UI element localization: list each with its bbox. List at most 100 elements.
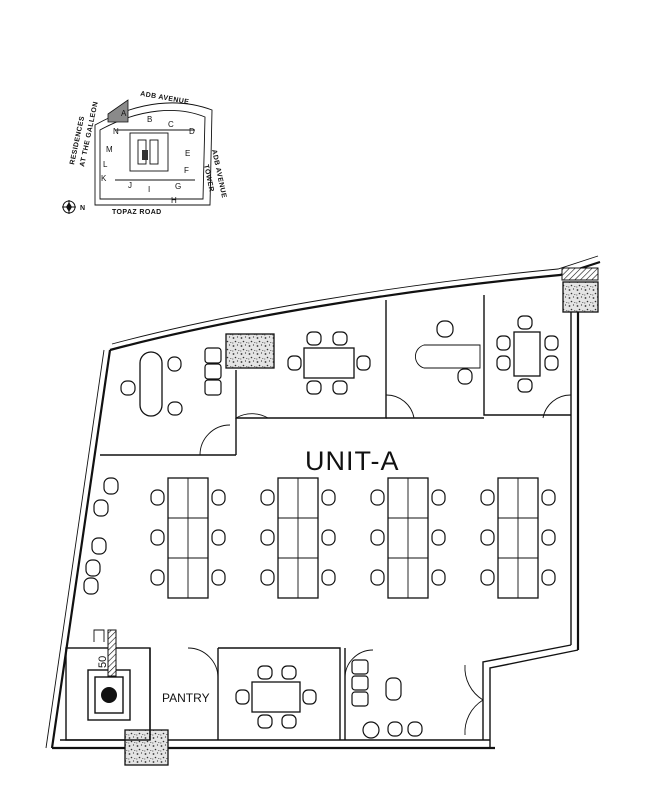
workstation-cluster [260,477,336,599]
key-plan: ADB AVENUE TOPAZ ROAD RESIDENCES AT THE … [62,91,227,216]
chair [496,335,511,351]
chair [281,665,297,680]
riser-number: 50 [97,656,109,668]
keyplan-unit-j: J [128,181,132,190]
chair [321,529,336,546]
chair [85,559,101,577]
chair [541,569,556,586]
keyplan-unit-e: E [185,149,190,158]
meeting-table-set [235,665,317,729]
unit-label: UNIT-A [305,446,400,476]
chair [356,355,371,371]
chair [211,489,226,506]
chair [281,714,297,729]
chair [407,721,423,737]
riser-symbol [101,687,117,703]
keyplan-north-label: N [80,205,85,212]
keyplan-unit-d: D [189,127,195,136]
chair [260,529,275,546]
stool [362,721,380,739]
keyplan-street-bottom: TOPAZ ROAD [112,209,162,216]
meeting-table-set [287,331,371,395]
chair [431,489,446,506]
keyplan-unit-k: K [101,174,107,183]
keyplan-unit-g: G [175,182,181,191]
chair [370,489,385,506]
west-exterior-wall [50,349,112,749]
workstation-cluster [370,477,446,599]
compass-icon [62,200,76,214]
keyplan-unit-b: B [147,115,152,124]
chair [260,569,275,586]
chair [257,714,273,729]
chair [332,331,348,346]
chair [457,368,473,385]
chair [544,355,559,371]
keyplan-unit-i: I [148,185,150,194]
chair [103,477,119,495]
chair [385,677,402,701]
chair [496,355,511,371]
chair [150,569,165,586]
chair [306,331,322,346]
meeting-chairs [496,335,559,371]
chair [332,380,348,395]
lounge-seat [204,347,222,396]
unit-a-floor-plan: 50 PANTRY UNIT-A [45,255,601,766]
chair [306,380,322,395]
workstations [150,477,556,599]
chair [387,721,403,737]
chair [431,529,446,546]
meeting-table [513,331,541,377]
keyplan-unit-h: H [171,196,177,205]
workstation-cluster [480,477,556,599]
chair [370,529,385,546]
chair [517,315,533,330]
keyplan-street-top: ADB AVENUE [140,91,190,106]
chair [541,489,556,506]
chair [150,529,165,546]
column-north [225,333,275,369]
column-south [124,729,169,766]
keyplan-unit-n: N [113,127,119,136]
keyplan-unit-c: C [168,120,174,129]
meeting-table [303,347,355,379]
chair [287,355,302,371]
pantry-label: PANTRY [162,691,210,705]
chair [370,569,385,586]
keyplan-unit-l: L [103,160,108,169]
chair [431,569,446,586]
chair [480,569,495,586]
exterior-wall [109,260,601,352]
chair [167,356,182,372]
chair [235,689,250,705]
reception-counter [139,351,163,417]
chair [91,537,107,555]
chair [150,489,165,506]
chair [544,335,559,351]
chair [517,378,533,393]
keyplan-unit-a: A [121,109,127,118]
chair [211,569,226,586]
meeting-rooms [235,315,559,729]
chair [211,529,226,546]
column-ne [562,281,599,313]
keyplan-unit-m: M [106,145,113,154]
chair [541,529,556,546]
chair [436,320,454,338]
chair [257,665,273,680]
meeting-table [251,681,301,713]
chair [120,380,136,396]
chair [167,401,183,416]
keyplan-unit-a-highlight [107,99,129,123]
chair [480,529,495,546]
chair [260,489,275,506]
meeting-table-set [513,315,541,393]
workstation-cluster [150,477,226,599]
chair [321,569,336,586]
chair [480,489,495,506]
keyplan-unit-f: F [184,166,189,175]
lounge-seat [351,659,369,707]
chair [93,499,109,517]
